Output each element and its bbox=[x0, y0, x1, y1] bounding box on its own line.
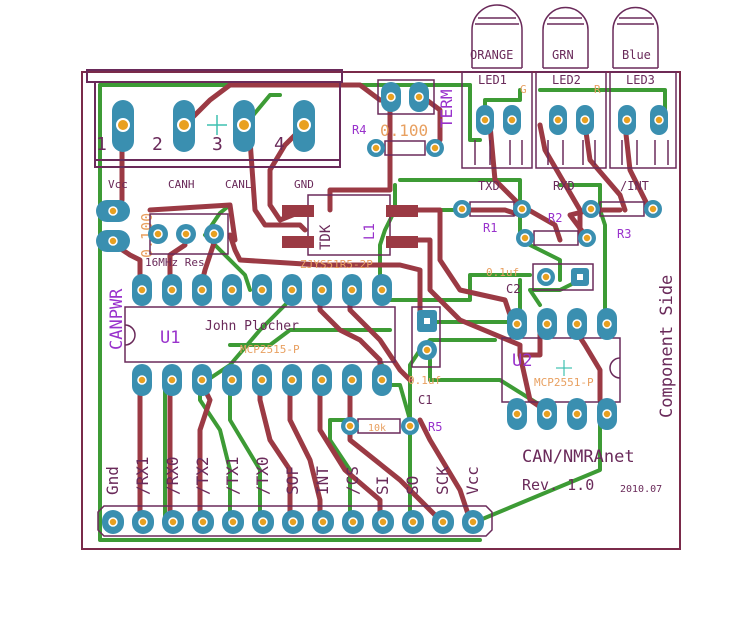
u2-holes bbox=[512, 319, 612, 419]
connector-pin-1: 1 bbox=[96, 134, 107, 155]
led2-color-label: GRN bbox=[552, 48, 574, 62]
r5-value: 10k bbox=[368, 423, 386, 434]
r4-label: R4 bbox=[352, 123, 366, 137]
board-date: 2010.07 bbox=[620, 484, 662, 495]
tdk-label: TDK bbox=[318, 224, 334, 250]
tdk-part-label: ZJYS51R5-2P bbox=[300, 258, 373, 271]
header-label-rx0: /RX0 bbox=[163, 456, 182, 495]
u1-author: John Plocher bbox=[205, 319, 299, 334]
connector-pin-3: 3 bbox=[212, 134, 223, 155]
r5-resistor bbox=[341, 417, 419, 435]
pin-header bbox=[97, 505, 493, 537]
r3-label: R3 bbox=[617, 227, 631, 241]
u1-chip bbox=[124, 306, 396, 363]
u1-pads bbox=[132, 274, 392, 396]
c2-label: C2 bbox=[506, 282, 520, 296]
u1-label: U1 bbox=[160, 328, 180, 348]
tdk-choke bbox=[282, 194, 418, 256]
r2-resistor bbox=[516, 229, 596, 247]
header-label-vcc: Vcc bbox=[463, 466, 482, 495]
r2-label: R2 bbox=[548, 211, 562, 225]
rxd-label: RXD bbox=[553, 179, 575, 193]
u2-part: MCP2551-P bbox=[534, 376, 594, 389]
c2-value: 0.1uf bbox=[486, 266, 519, 279]
connector-signal-canh: CANH bbox=[168, 178, 195, 191]
c1-capacitor bbox=[411, 306, 441, 368]
connector-signal-gnd: GND bbox=[294, 178, 314, 191]
header-holes bbox=[108, 517, 478, 527]
led3-label: LED3 bbox=[626, 73, 655, 87]
header-label-tx2: /TX2 bbox=[193, 456, 212, 495]
led1-pin-label: G bbox=[520, 83, 527, 96]
led-pads bbox=[476, 105, 668, 135]
led-holes bbox=[480, 115, 664, 125]
board-title: CAN/NMRAnet bbox=[522, 447, 635, 467]
header-label-cs: /CS bbox=[343, 466, 362, 495]
terminal-holes bbox=[116, 118, 311, 132]
canpwr-label: CANPWR bbox=[107, 288, 127, 350]
header-label-sck: SCK bbox=[433, 466, 452, 495]
int-label: /INT bbox=[620, 179, 649, 193]
u1-part: MCP2515-P bbox=[240, 343, 300, 356]
connector-pin-4: 4 bbox=[274, 134, 285, 155]
connector-pin-2: 2 bbox=[152, 134, 163, 155]
r4-value: 0.100 bbox=[380, 121, 428, 140]
connector-signal-vcc: Vcc bbox=[108, 178, 128, 191]
header-label-rx1: /RX1 bbox=[133, 456, 152, 495]
r1-resistor bbox=[453, 200, 531, 218]
c1-label: C1 bbox=[418, 393, 432, 407]
led-bodies bbox=[461, 4, 677, 169]
header-label-so: SO bbox=[403, 476, 422, 495]
u2-chip bbox=[501, 337, 621, 403]
c1-value: 0.1uf bbox=[408, 374, 441, 387]
led1-label: LED1 bbox=[478, 73, 507, 87]
u2-label: U2 bbox=[512, 351, 532, 371]
header-label-si: SI bbox=[373, 476, 392, 495]
header-label-int: INT bbox=[313, 466, 332, 495]
txd-label: TXD bbox=[478, 179, 500, 193]
side-label: Component Side bbox=[657, 275, 677, 418]
crystal-resonator bbox=[148, 213, 229, 255]
terminal-block bbox=[86, 69, 343, 168]
canpwr-jumper bbox=[96, 200, 130, 252]
u1-holes bbox=[137, 285, 387, 385]
r4-resistor bbox=[367, 139, 444, 157]
crystal-label: 16MHz Res bbox=[145, 256, 205, 269]
header-label-gnd: Gnd bbox=[103, 466, 122, 495]
r5-label: R5 bbox=[428, 420, 442, 434]
header-label-sof: SOF bbox=[283, 466, 302, 495]
header-label-tx0: /TX0 bbox=[253, 456, 272, 495]
led1-color-label: ORANGE bbox=[470, 48, 513, 62]
led2-pin-label: R bbox=[594, 83, 601, 96]
canpwr-value: 0.100 bbox=[138, 213, 156, 258]
term-label: TERM bbox=[437, 89, 456, 128]
led3-color-label: Blue bbox=[622, 48, 651, 62]
c2-capacitor bbox=[532, 263, 594, 291]
r1-label: R1 bbox=[483, 221, 497, 235]
l1-label: L1 bbox=[362, 223, 378, 240]
board-revision: Rev. 1.0 bbox=[522, 476, 594, 494]
r3-resistor bbox=[582, 200, 662, 218]
term-jumper bbox=[377, 79, 435, 115]
connector-signal-canl: CANL bbox=[225, 178, 252, 191]
board-outline bbox=[81, 71, 681, 550]
header-label-tx1: /TX1 bbox=[223, 456, 242, 495]
led2-label: LED2 bbox=[552, 73, 581, 87]
